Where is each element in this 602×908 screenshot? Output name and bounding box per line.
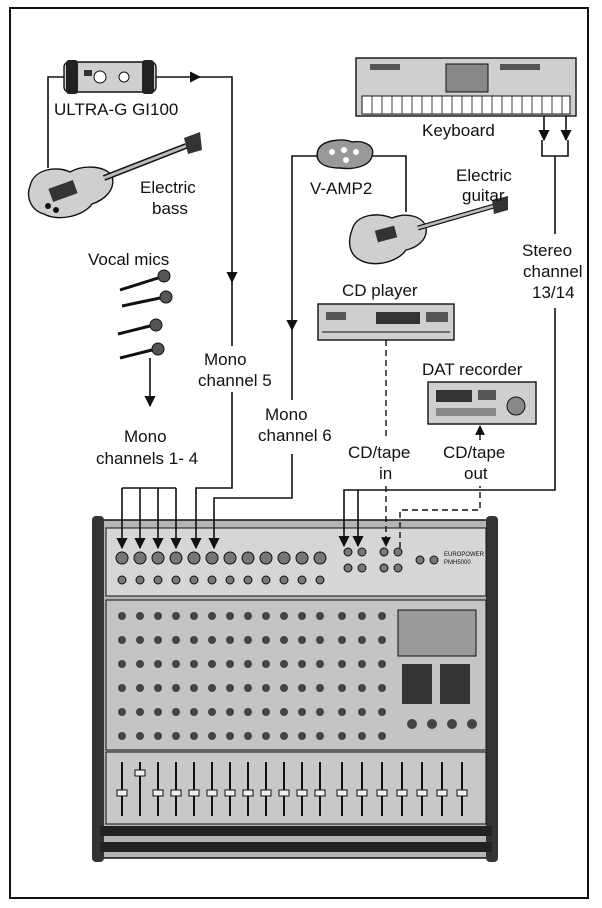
label-cd-tape-out-1: CD/tape [443, 443, 505, 462]
mixer-model: PMH5000 [444, 560, 471, 566]
label-electric-bass-1: Electric [140, 178, 196, 197]
electric-guitar-icon [350, 196, 508, 264]
label-mono-ch5-1: Mono [204, 350, 247, 369]
label-ultra-g: ULTRA-G GI100 [54, 100, 178, 119]
label-mono-ch14-2: channels 1- 4 [96, 449, 198, 468]
label-mono-ch14-1: Mono [124, 427, 167, 446]
cd-player-icon [318, 304, 454, 340]
label-dat-recorder: DAT recorder [422, 360, 523, 379]
wire-bass-to-di [48, 77, 64, 168]
wire-stereo-bus [344, 308, 555, 546]
wire-kb-join [542, 140, 568, 156]
label-vocal-mics: Vocal mics [88, 250, 169, 269]
mixer-brand: EUROPOWER [444, 552, 485, 558]
label-cd-tape-out-2: out [464, 464, 488, 483]
label-cd-tape-in-2: in [379, 464, 392, 483]
dat-recorder-icon [428, 382, 536, 424]
label-mono-ch6-2: channel 6 [258, 426, 332, 445]
label-electric-guitar-2: guitar [462, 186, 505, 205]
label-mono-ch5-2: channel 5 [198, 371, 272, 390]
label-cd-tape-in-1: CD/tape [348, 443, 410, 462]
label-mono-ch6-1: Mono [265, 405, 308, 424]
wire-vamp-to-guitar [372, 156, 406, 212]
label-stereo-2: channel [523, 262, 583, 281]
vocal-mics-icon [118, 270, 172, 358]
label-v-amp2: V-AMP2 [310, 179, 372, 198]
label-electric-bass-2: bass [152, 199, 188, 218]
mixer-console: EUROPOWER PMH5000 [92, 516, 498, 862]
label-keyboard: Keyboard [422, 121, 495, 140]
keyboard-icon [356, 58, 576, 116]
label-cd-player: CD player [342, 281, 418, 300]
label-electric-guitar-1: Electric [456, 166, 512, 185]
label-stereo-3: 13/14 [532, 283, 575, 302]
label-stereo-1: Stereo [522, 241, 572, 260]
v-amp2-icon [317, 140, 373, 168]
wire-di-down [198, 77, 232, 282]
ultra-g-di-box-icon [64, 60, 156, 94]
